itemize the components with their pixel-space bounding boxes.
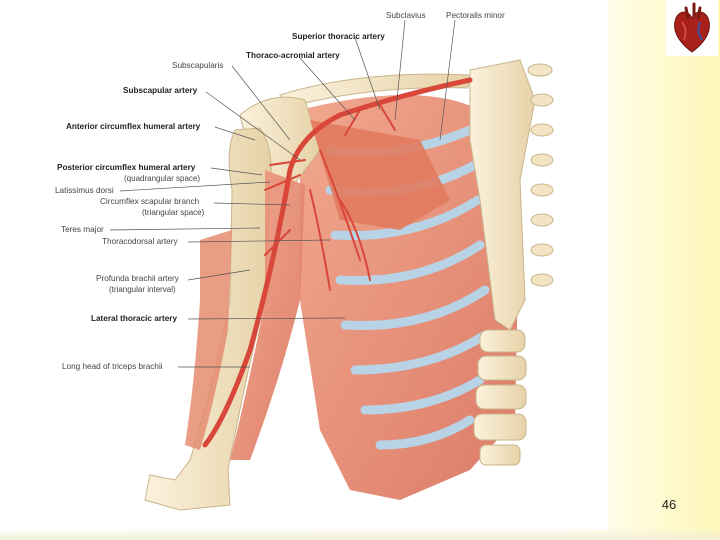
label-lateral-thoracic-artery: Lateral thoracic artery [91, 314, 178, 323]
triceps-muscle [185, 230, 232, 450]
label-thoracodorsal-artery: Thoracodorsal artery [102, 237, 178, 246]
clavicle [279, 73, 471, 109]
label-profunda-brachii-artery: Profunda brachii artery [96, 274, 179, 283]
label-subscapularis: Subscapularis [172, 61, 224, 70]
arterial-branches [264, 104, 396, 291]
label-long-head-triceps-brachii: Long head of triceps brachii [62, 362, 163, 371]
label-subclavius: Subclavius [386, 11, 426, 20]
label-triangular-interval: (triangular interval) [109, 285, 176, 294]
leader-lines [109, 19, 456, 368]
pectoralis-minor-muscle [310, 120, 450, 230]
vertebrae [473, 329, 527, 466]
arm-muscle [230, 170, 305, 460]
label-triangular-space: (triangular space) [142, 208, 205, 217]
heart-icon [674, 2, 710, 53]
label-quadrangular-space: (quadrangular space) [124, 174, 201, 183]
anatomy-illustration [109, 19, 554, 511]
page-number: 46 [661, 497, 677, 512]
label-circumflex-scapular-branch: Circumflex scapular branch [100, 197, 200, 206]
anatomy-figure: Subclavius Pectoralis minor Superior tho… [55, 11, 554, 511]
label-thoraco-acromial-artery: Thoraco-acromial artery [246, 51, 340, 60]
label-subscapular-artery: Subscapular artery [123, 86, 198, 95]
slide-bottom-strip [0, 528, 720, 540]
label-anterior-circumflex-humeral-artery: Anterior circumflex humeral artery [66, 122, 201, 131]
label-pectoralis-minor: Pectoralis minor [446, 11, 505, 20]
label-superior-thoracic-artery: Superior thoracic artery [292, 32, 385, 41]
spine-processes [527, 63, 554, 287]
axillary-artery [202, 77, 473, 448]
label-posterior-circumflex-humeral-artery: Posterior circumflex humeral artery [57, 163, 196, 172]
label-latissimus-dorsi: Latissimus dorsi [55, 186, 114, 195]
sternum [469, 59, 536, 331]
label-teres-major: Teres major [61, 225, 104, 234]
heart-logo [666, 0, 718, 56]
